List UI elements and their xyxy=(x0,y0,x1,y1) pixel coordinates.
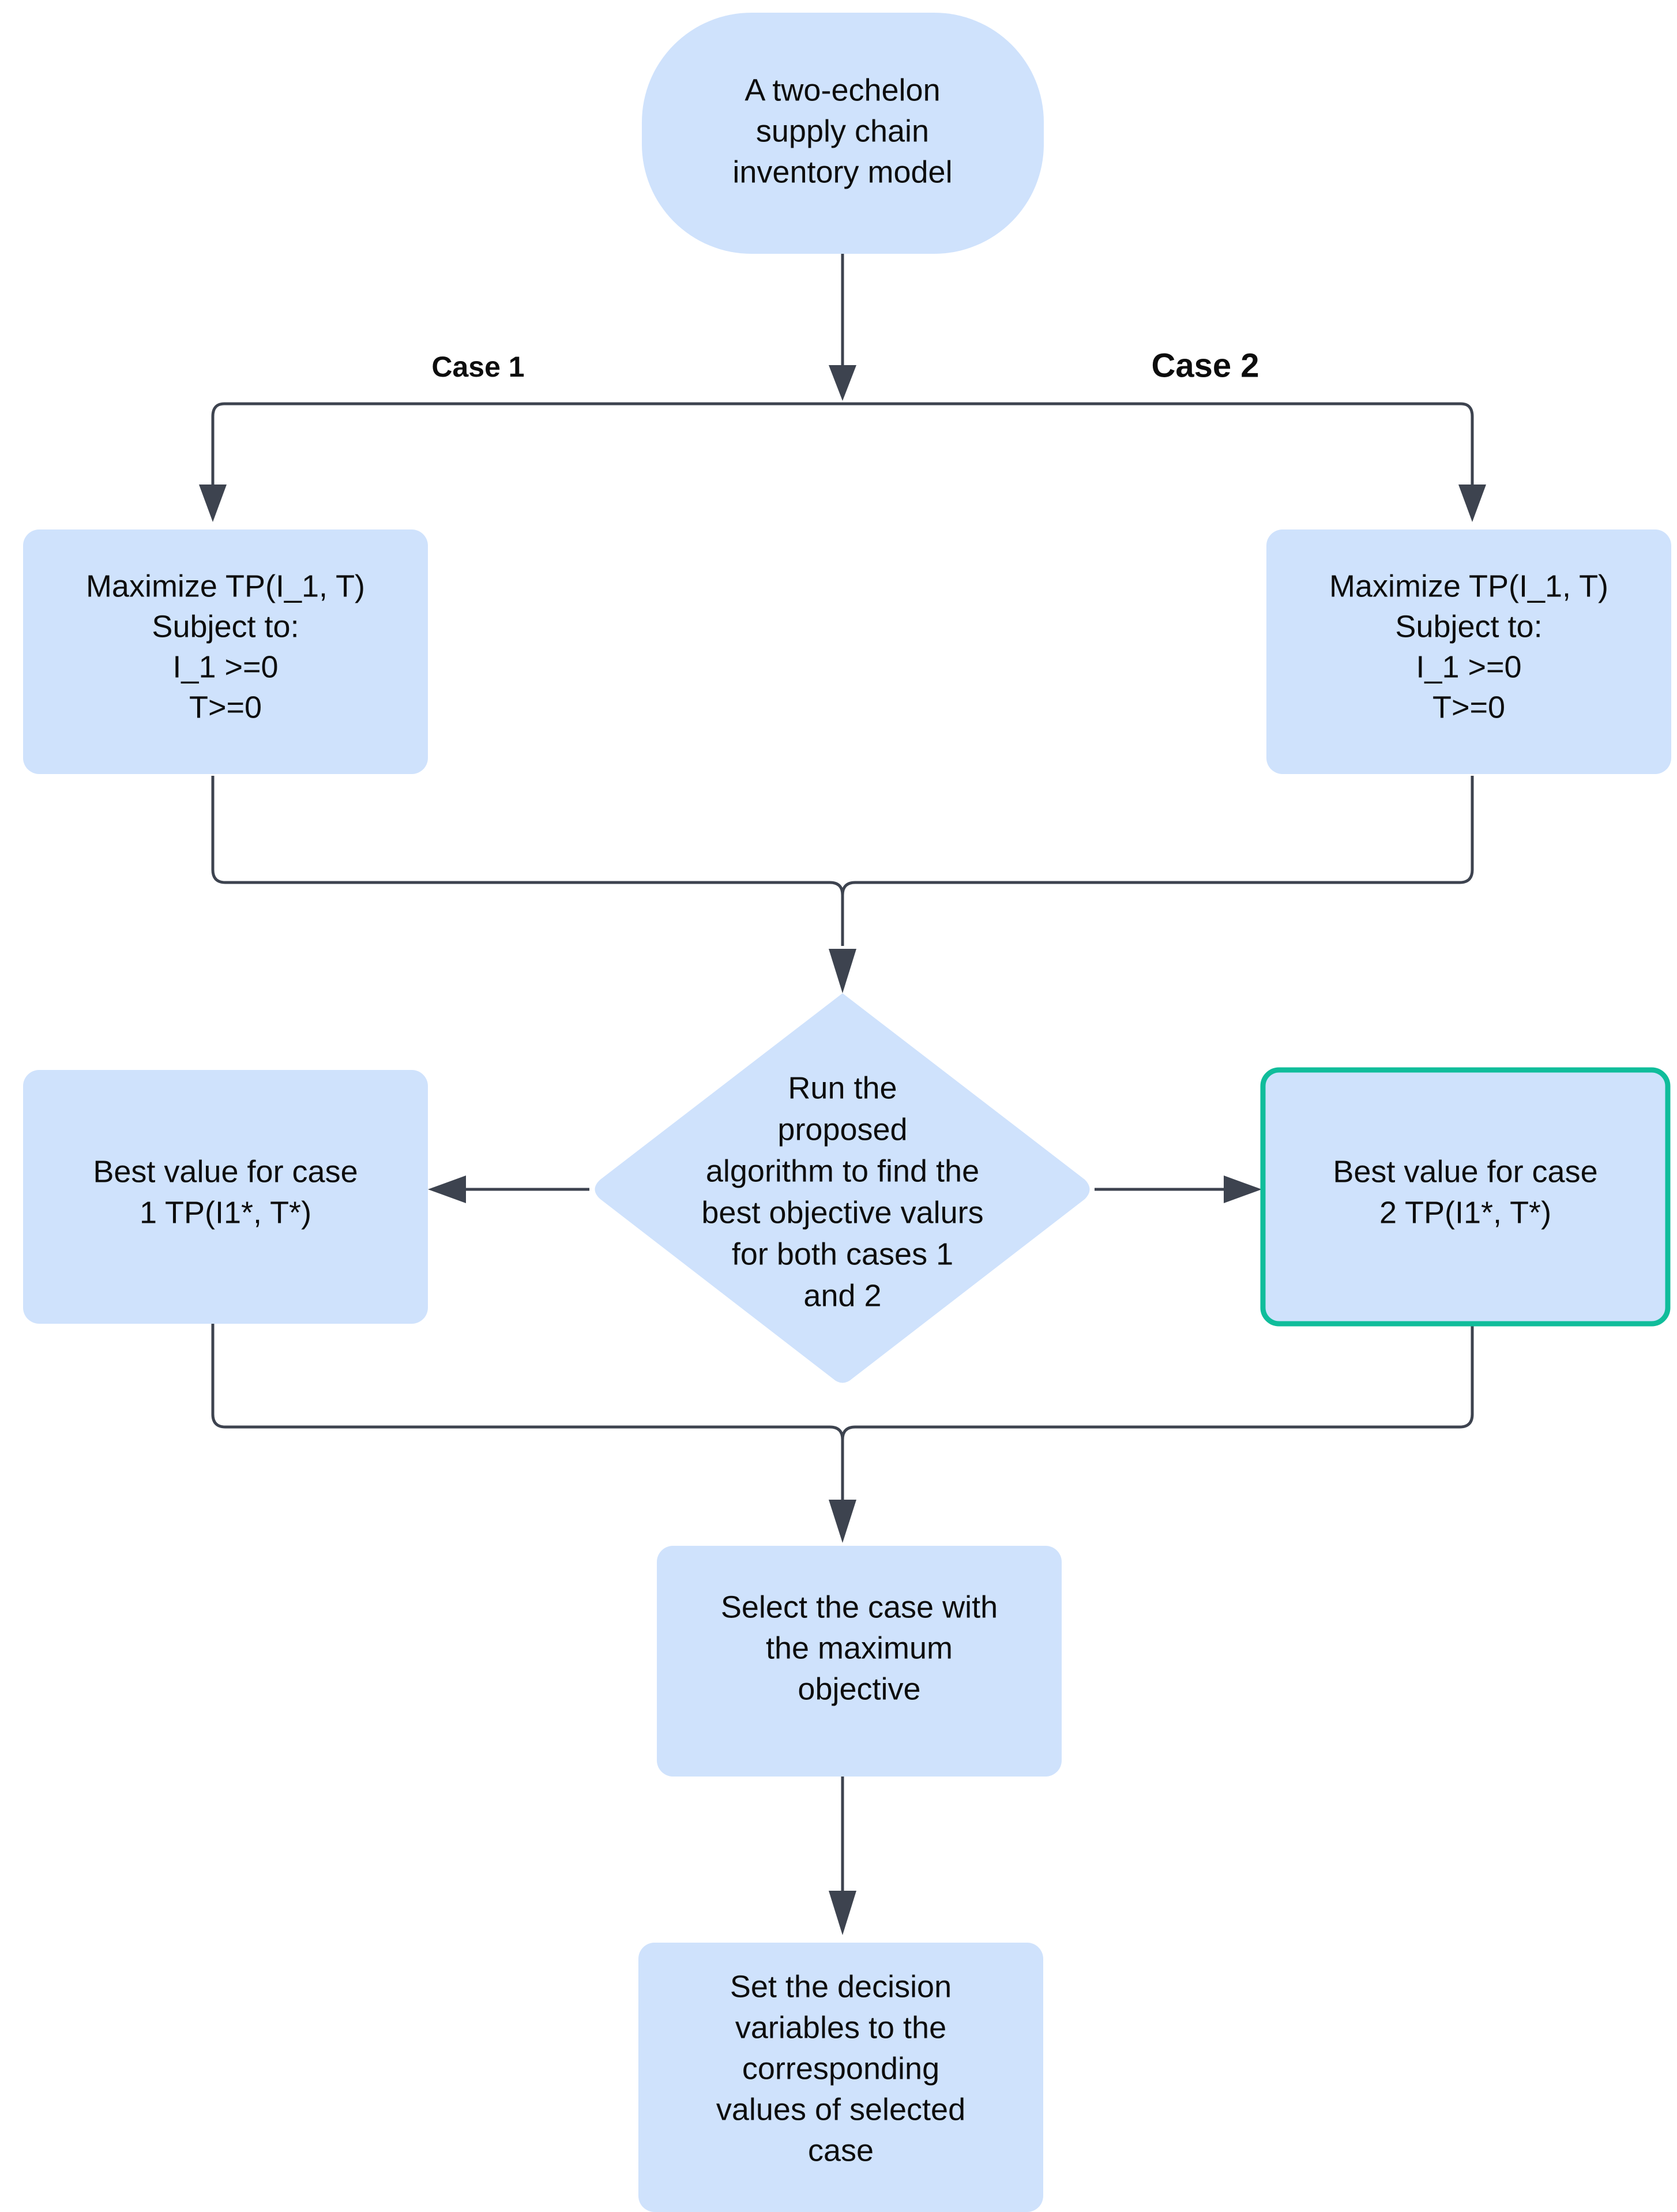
edge-best2-to-merge xyxy=(841,1324,1474,1500)
node-case2-line-1: Subject to: xyxy=(1395,609,1542,644)
arrowhead-to-diamond xyxy=(829,949,856,993)
node-run-algorithm[interactable]: Run the proposed algorithm to find the b… xyxy=(595,993,1090,1383)
node-case2-model-shape xyxy=(1266,529,1671,774)
edge-case1-to-merge xyxy=(211,776,844,946)
node-set-line-4: case xyxy=(808,2133,874,2168)
arrowhead-case1 xyxy=(199,485,227,522)
node-set-variables-shape xyxy=(638,1943,1043,2212)
node-case2-line-2: I_1 >=0 xyxy=(1416,649,1521,684)
node-select-line-2: objective xyxy=(798,1672,920,1706)
node-case2-line-3: T>=0 xyxy=(1432,690,1505,724)
arrowhead-to-set xyxy=(829,1891,856,1935)
node-best1-line-1: 1 TP(I1*, T*) xyxy=(140,1195,311,1230)
node-select-line-0: Select the case with xyxy=(721,1590,998,1624)
node-start-shape xyxy=(642,13,1044,254)
node-best-case1-shape xyxy=(23,1070,428,1324)
node-case2-model[interactable]: Maximize TP(I_1, T) Subject to: I_1 >=0 … xyxy=(1266,529,1671,774)
edge-best1-to-merge xyxy=(211,1324,844,1500)
node-start-line-1: supply chain xyxy=(756,114,929,148)
node-set-line-3: values of selected xyxy=(716,2092,965,2127)
edge-label-case1: Case 1 xyxy=(431,351,524,383)
node-best-case1[interactable]: Best value for case 1 TP(I1*, T*) xyxy=(23,1070,428,1324)
node-select-max[interactable]: Select the case with the maximum objecti… xyxy=(657,1546,1062,1777)
arrowhead-case2 xyxy=(1458,485,1486,522)
node-best-case2[interactable]: Best value for case 2 TP(I1*, T*) xyxy=(1260,1067,1671,1327)
arrowhead-to-select xyxy=(829,1500,856,1543)
edge-case2-to-merge xyxy=(841,776,1474,946)
node-best-case2-shape xyxy=(1260,1067,1671,1327)
node-best2-line-1: 2 TP(I1*, T*) xyxy=(1379,1195,1551,1230)
node-set-variables[interactable]: Set the decision variables to the corres… xyxy=(638,1943,1043,2212)
node-select-line-1: the maximum xyxy=(766,1631,953,1665)
node-case1-line-1: Subject to: xyxy=(152,609,299,644)
node-case1-line-3: T>=0 xyxy=(189,690,262,724)
node-best2-line-0: Best value for case xyxy=(1333,1154,1597,1189)
node-diamond-line-1: proposed xyxy=(777,1112,907,1147)
edge-label-case2: Case 2 xyxy=(1151,347,1259,384)
node-select-max-shape xyxy=(657,1546,1062,1777)
edge-split-to-case2 xyxy=(1460,402,1474,496)
node-diamond-line-5: and 2 xyxy=(803,1278,881,1313)
edges-layer xyxy=(199,254,1486,1935)
node-case1-model[interactable]: Maximize TP(I_1, T) Subject to: I_1 >=0 … xyxy=(23,529,428,774)
arrowhead-best1 xyxy=(428,1176,466,1203)
node-set-line-1: variables to the xyxy=(735,2010,946,2045)
node-diamond-line-3: best objective valurs xyxy=(701,1195,983,1230)
node-diamond-line-4: for both cases 1 xyxy=(732,1237,953,1271)
arrowhead-start-split xyxy=(829,365,856,401)
node-case1-line-2: I_1 >=0 xyxy=(172,649,278,684)
node-case1-line-0: Maximize TP(I_1, T) xyxy=(86,569,365,603)
node-start[interactable]: A two-echelon supply chain inventory mod… xyxy=(642,13,1044,254)
node-set-line-2: corresponding xyxy=(742,2051,939,2086)
arrowhead-best2 xyxy=(1224,1176,1262,1203)
node-case1-model-shape xyxy=(23,529,428,774)
node-start-line-0: A two-echelon xyxy=(745,73,940,107)
node-diamond-line-2: algorithm to find the xyxy=(706,1154,979,1188)
node-best1-line-0: Best value for case xyxy=(93,1154,358,1189)
node-case2-line-0: Maximize TP(I_1, T) xyxy=(1329,569,1608,603)
node-start-line-2: inventory model xyxy=(732,155,952,189)
node-diamond-line-0: Run the xyxy=(788,1071,897,1105)
node-run-algorithm-shape xyxy=(595,993,1090,1383)
edge-labels-layer: Case 1 Case 2 xyxy=(431,347,1259,384)
edge-split-to-case1 xyxy=(211,402,225,496)
node-set-line-0: Set the decision xyxy=(730,1969,952,2004)
